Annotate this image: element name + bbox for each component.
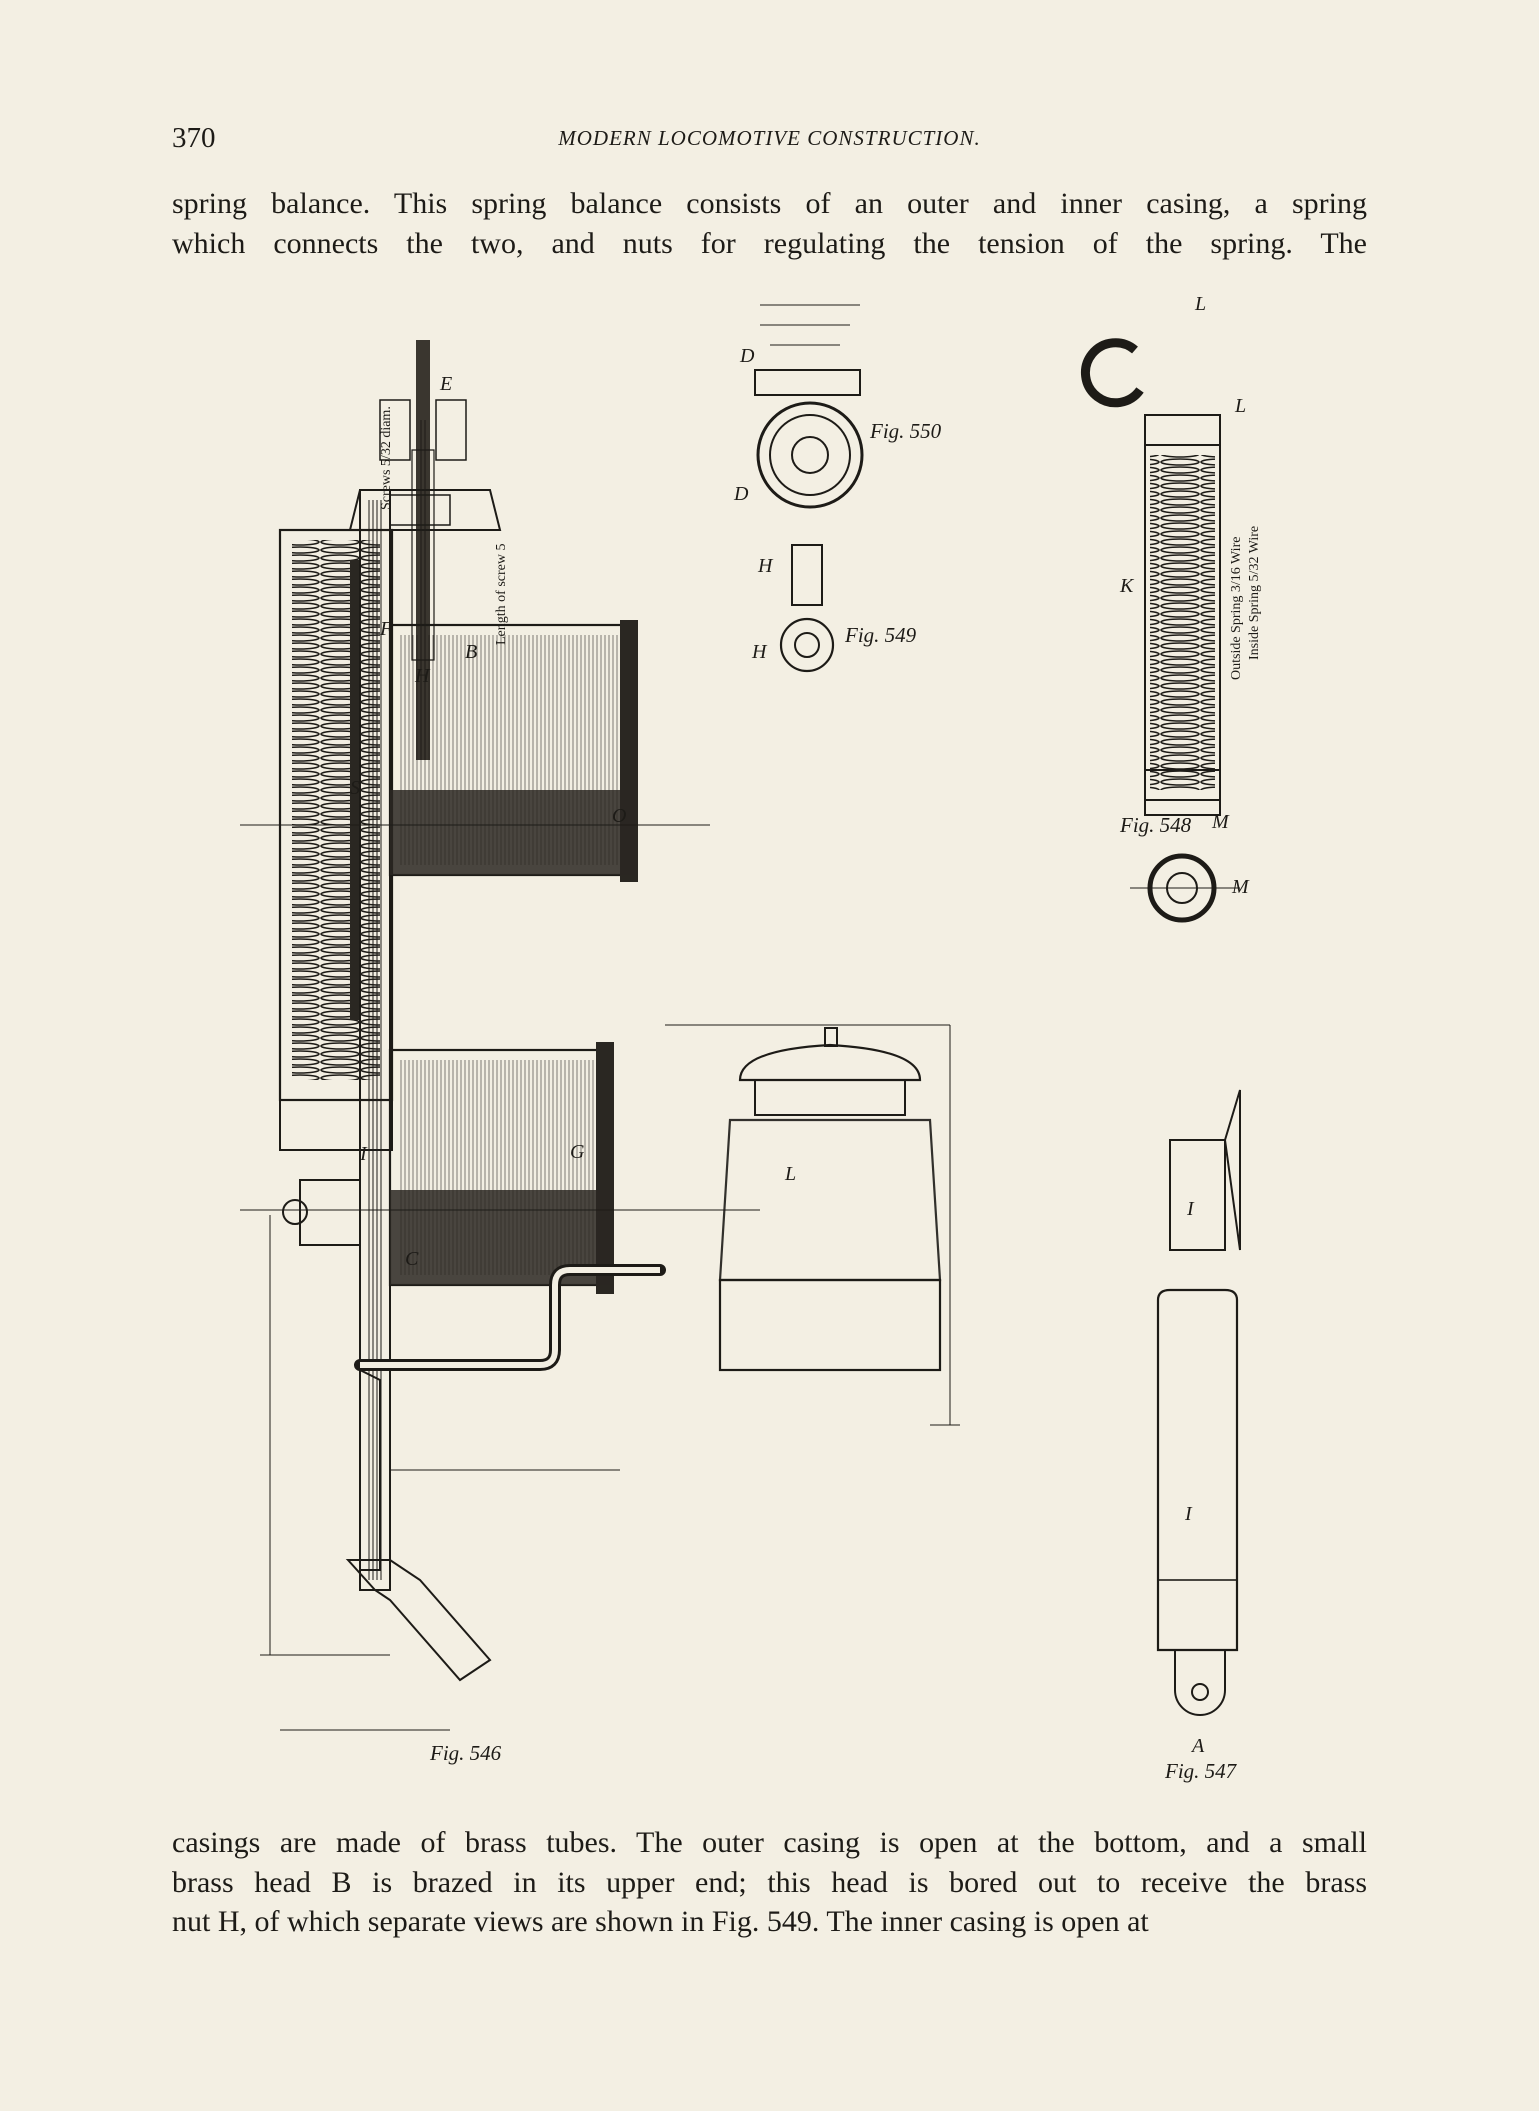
annotation-inside-spring: Inside Spring 5/32 Wire bbox=[1247, 526, 1262, 660]
text-line: brass head B is brazed in its upper end;… bbox=[172, 1865, 1367, 1899]
label-i-547: I bbox=[1184, 1503, 1193, 1525]
label-o: O bbox=[612, 805, 626, 827]
label-a: A bbox=[1190, 1735, 1205, 1757]
caption-fig-546: Fig. 546 bbox=[429, 1741, 502, 1765]
caption-fig-548: Fig. 548 bbox=[1119, 813, 1192, 837]
caption-fig-550: Fig. 550 bbox=[869, 419, 942, 443]
label-b: B bbox=[465, 641, 477, 663]
caption-fig-549: Fig. 549 bbox=[844, 623, 917, 647]
lamp: L bbox=[665, 1024, 960, 1426]
label-k: K bbox=[1119, 575, 1135, 597]
paragraph-top: spring balance. This spring balance cons… bbox=[172, 184, 1367, 263]
annotation-screw-length: Length of screw 5 bbox=[494, 544, 509, 645]
engineering-drawing: E F B H S O G I C Screws 5/32 diam. Leng… bbox=[200, 290, 1330, 1790]
paragraph-bottom: casings are made of brass tubes. The out… bbox=[172, 1823, 1367, 1942]
label-m: M bbox=[1211, 811, 1230, 833]
label-e: E bbox=[439, 373, 452, 395]
fig-549: H H Fig. 549 bbox=[751, 544, 917, 673]
annotation-outside-spring: Outside Spring 3/16 Wire bbox=[1229, 537, 1244, 680]
label-f: F bbox=[379, 618, 393, 640]
text-line: nut H, of which separate views are shown… bbox=[172, 1905, 1149, 1938]
label-i: I bbox=[359, 1143, 368, 1165]
label-l2: L bbox=[1194, 293, 1206, 315]
label-c: C bbox=[405, 1248, 419, 1270]
text-line: spring balance. This spring balance cons… bbox=[172, 187, 1367, 220]
label-g: G bbox=[570, 1141, 585, 1163]
label-d2: D bbox=[733, 483, 749, 505]
fig-548: L L K M M Outside Spring 3/16 Wire Insid… bbox=[1080, 293, 1262, 923]
label-h2: H bbox=[751, 641, 768, 663]
label-h-549: H bbox=[757, 555, 774, 577]
fig-550: D D Fig. 550 bbox=[733, 304, 942, 509]
page-number: 370 bbox=[172, 122, 216, 154]
label-h: H bbox=[414, 665, 431, 687]
text-line: which connects the two, and nuts for reg… bbox=[172, 226, 1367, 260]
label-lamp-l: L bbox=[784, 1163, 796, 1185]
label-l: L bbox=[1234, 395, 1246, 417]
drawing-svg: E F B H S O G I C Screws 5/32 diam. Leng… bbox=[200, 293, 1262, 1783]
annotation-screws: Screws 5/32 diam. bbox=[379, 406, 394, 510]
label-i2: I bbox=[1186, 1198, 1195, 1220]
text-line: casings are made of brass tubes. The out… bbox=[172, 1826, 1367, 1859]
label-d: D bbox=[739, 345, 755, 367]
label-s: S bbox=[350, 777, 360, 799]
label-m2: M bbox=[1231, 876, 1250, 898]
fig-546: E F B H S O G I C Screws 5/32 diam. Leng… bbox=[200, 340, 760, 1765]
running-title: MODERN LOCOMOTIVE CONSTRUCTION. bbox=[558, 126, 981, 150]
fig-547: I I A Fig. 547 bbox=[1156, 1089, 1241, 1783]
caption-fig-547: Fig. 547 bbox=[1164, 1759, 1238, 1783]
page-header: 370 MODERN LOCOMOTIVE CONSTRUCTION. bbox=[172, 118, 1367, 158]
